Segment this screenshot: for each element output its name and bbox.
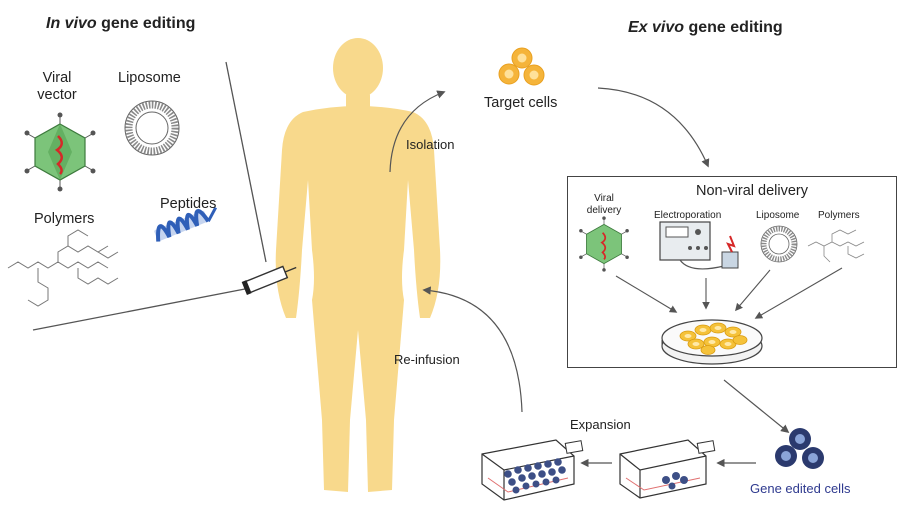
petri-dish-icon [661, 319, 763, 365]
isolation-label: Isolation [406, 137, 455, 152]
liposome-small-label: Liposome [756, 210, 800, 221]
culture-flask-small-icon [619, 439, 716, 499]
peptides-label: Peptides [160, 196, 217, 212]
polymers-label: Polymers [34, 211, 95, 227]
peptide-helix-icon [154, 206, 218, 242]
electroporation-label: Electroporation [654, 210, 722, 221]
re-infusion-label: Re-infusion [394, 352, 460, 367]
non-viral-delivery-box [567, 176, 897, 368]
non-viral-delivery-title: Non-viral delivery [696, 183, 809, 199]
in-vivo-title: In vivo gene editing [46, 15, 196, 32]
liposome-small-icon [760, 225, 798, 263]
viral-vector-icon [24, 112, 96, 192]
liposome-label: Liposome [118, 70, 181, 86]
electroporation-device-icon [659, 221, 739, 270]
liposome-icon [124, 100, 180, 156]
viral-delivery-label: Viral delivery [586, 193, 622, 216]
human-body-silhouette [275, 38, 441, 492]
workflow-arrows [389, 87, 790, 468]
expansion-label: Expansion [570, 417, 631, 432]
polymer-small-icon [807, 229, 865, 263]
syringe-icon [32, 61, 297, 331]
gene-edited-cells-label: Gene edited cells [750, 481, 851, 496]
polymers-small-label: Polymers [818, 210, 860, 221]
ex-vivo-title: Ex vivo gene editing [628, 19, 783, 36]
delivery-arrows [615, 267, 843, 319]
viral-vector-label: Viral vector [37, 70, 77, 103]
gene-edited-cells-icon [775, 428, 824, 469]
culture-flask-large-icon [481, 439, 584, 501]
viral-delivery-icon [579, 216, 629, 272]
polymer-structure-icon [7, 229, 119, 307]
target-cells-label: Target cells [484, 95, 558, 111]
target-cells-icon [498, 47, 545, 86]
